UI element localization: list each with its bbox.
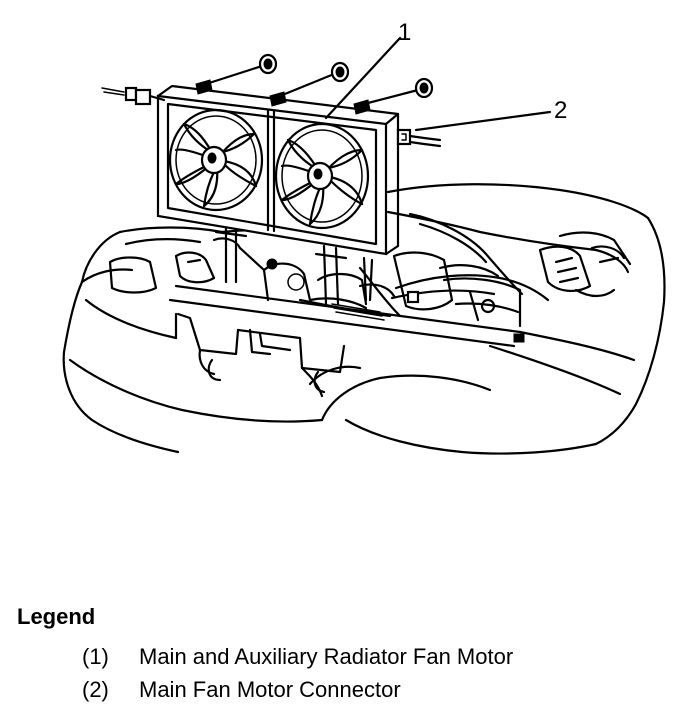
- fan-motor-diagram: 1 2: [62, 19, 666, 455]
- main-fan-motor-connector: [396, 128, 442, 148]
- legend-item: (2) Main Fan Motor Connector: [14, 673, 674, 706]
- legend: Legend (1) Main and Auxiliary Radiator F…: [14, 604, 674, 706]
- legend-item-number: (1): [82, 644, 109, 669]
- mounting-bolt: [269, 61, 350, 107]
- vehicle-front-end: [62, 183, 666, 455]
- auxiliary-fan-connector: [101, 86, 166, 106]
- callout-2: 2: [414, 97, 567, 132]
- mounting-bolt: [353, 77, 434, 115]
- radiator-fan-motor-assembly: [101, 53, 434, 256]
- legend-item-text: Main Fan Motor Connector: [139, 677, 401, 702]
- callout-1-label: 1: [398, 19, 411, 46]
- callout-2-label: 2: [554, 97, 567, 124]
- legend-title: Legend: [17, 604, 96, 629]
- legend-item-number: (2): [82, 677, 109, 702]
- callout-1: 1: [324, 19, 411, 120]
- legend-item-text: Main and Auxiliary Radiator Fan Motor: [139, 644, 514, 669]
- auxiliary-fan: [274, 122, 370, 230]
- engine-compartment: [174, 210, 632, 328]
- main-fan: [168, 108, 264, 212]
- legend-item: (1) Main and Auxiliary Radiator Fan Moto…: [14, 640, 674, 673]
- mounting-bolt: [195, 53, 278, 95]
